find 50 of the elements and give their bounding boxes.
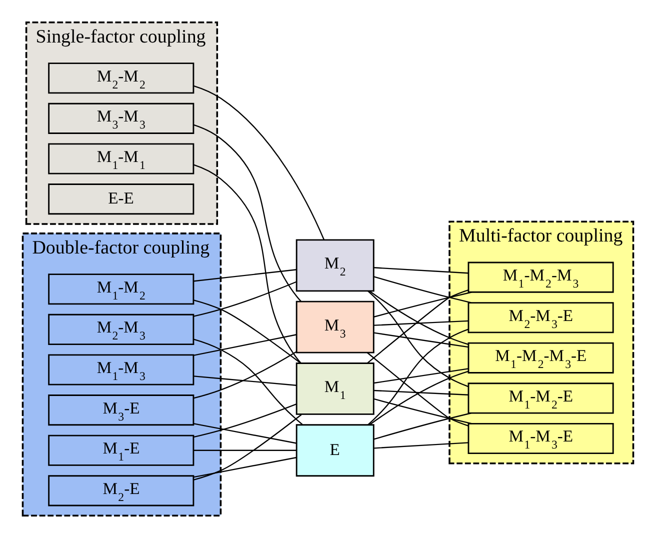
connector [193, 404, 296, 438]
connector [193, 124, 302, 302]
node-box: M$_{3}$-M$_{3}$ [48, 102, 194, 134]
node-box: M$_{2}$-E [48, 475, 194, 506]
node-box: M$_{1}$ [296, 362, 374, 415]
node-box: M$_{1}$-E [48, 434, 194, 466]
node-box: M$_{1}$-M$_{2}$-M$_{3}$ [468, 262, 614, 293]
connector [194, 164, 302, 364]
connector [374, 267, 468, 274]
node-box: M$_{1}$-M$_{3}$ [48, 354, 194, 386]
connector [366, 289, 468, 364]
node-box: M$_{2}$-M$_{2}$ [48, 62, 194, 94]
connector [194, 338, 303, 426]
connector [374, 276, 472, 304]
connector [374, 412, 472, 440]
node-box: M$_{1}$-M$_{2}$-E [468, 382, 614, 414]
connector [194, 376, 297, 386]
connector [194, 450, 297, 451]
node-box: E-E [48, 184, 194, 215]
connector [369, 370, 468, 426]
node-box: M$_{2}$ [296, 239, 374, 292]
node-box: M$_{1}$-M$_{3}$-E [468, 423, 614, 454]
connector [193, 281, 296, 317]
connector [374, 398, 472, 424]
connector [366, 352, 468, 426]
node-box: M$_{1}$-M$_{1}$ [48, 143, 194, 174]
connector [374, 368, 468, 384]
connector [194, 456, 297, 478]
connector [193, 351, 297, 399]
connector [194, 414, 302, 480]
connector [374, 320, 468, 326]
connector [194, 334, 297, 356]
connector [374, 332, 468, 348]
connector [374, 292, 472, 318]
node-box: M$_{2}$-M$_{3}$-E [468, 302, 614, 334]
connector [194, 269, 297, 282]
connector [369, 290, 468, 345]
connector [374, 390, 468, 396]
node-box: M$_{1}$-M$_{2}$-M$_{3}$-E [468, 342, 614, 374]
connector [368, 328, 468, 426]
node-box: M$_{2}$-M$_{3}$ [48, 314, 194, 345]
node-box: M$_{1}$-M$_{2}$ [48, 274, 194, 305]
node-box: M$_{3}$-E [48, 394, 194, 426]
connector [194, 85, 325, 240]
node-box: M$_{3}$ [296, 300, 374, 354]
connector [368, 290, 468, 388]
connector [194, 423, 297, 444]
connector [374, 442, 468, 449]
connector [194, 300, 302, 364]
node-box: E [296, 424, 374, 477]
